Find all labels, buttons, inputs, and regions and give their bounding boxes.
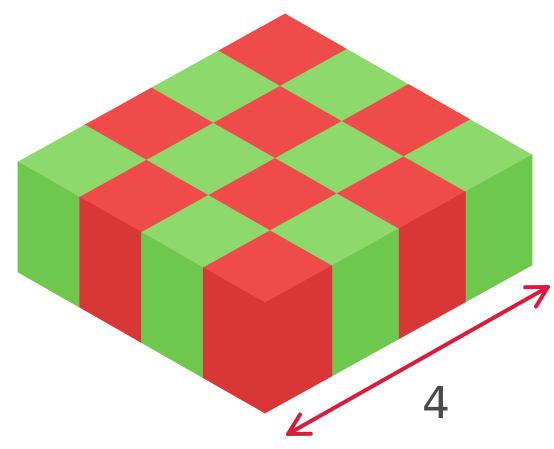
front-right-cube-face bbox=[264, 265, 333, 414]
block-side-faces bbox=[17, 154, 533, 414]
dimension-arrowhead-front bbox=[523, 285, 550, 309]
dimension-arrow-line bbox=[286, 285, 550, 436]
block-top-faces bbox=[17, 13, 533, 304]
dimension-arrowhead-back bbox=[286, 412, 313, 436]
dimension-label: 4 bbox=[422, 378, 450, 429]
dimension-arrow bbox=[286, 285, 550, 436]
